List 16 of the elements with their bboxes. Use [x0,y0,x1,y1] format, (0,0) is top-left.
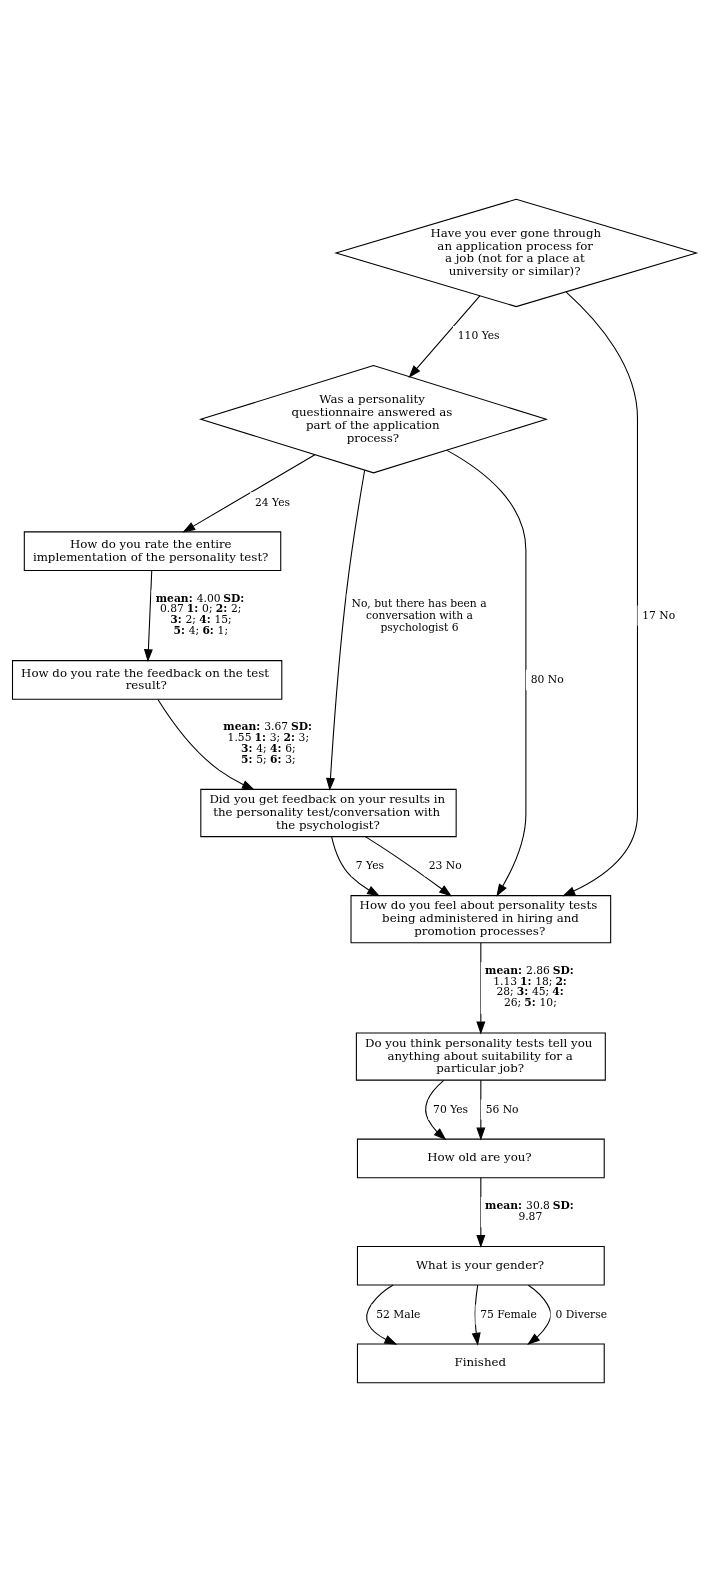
edge-label: 52 Male [376,1307,421,1321]
edge-label: 110 Yes [457,329,500,343]
edge-label: 70 Yes [433,1102,469,1116]
edge-label: No, but there has been a conversation with a psychologist 6 [351,597,487,634]
edge-label: 75 Female [480,1307,537,1321]
edge-label: mean: 3.67 SD: 1.55 1: 3; 2: 3; 3: 4; 4: 6; 5: 5; 6: 3; [223,720,312,766]
edge-label: 24 Yes [254,495,291,509]
edge-label: mean: 2.86 SD: 1.13 1: 18; 2: 28; 3: 45; 4: 26; 5: 10; [485,963,574,1010]
edge-label: mean: 4.00 SD: 0.87 1: 0; 2: 2; 3: 2; 4: 15; 5: 4; 6: 1; [155,591,245,637]
edge-label: 7 Yes [355,859,385,873]
edge-label: 0 Diverse [555,1307,608,1321]
edge-label: mean: 30.8 SD: 9.87 [485,1198,574,1223]
edge-label: 17 No [642,608,676,622]
edge-label: 56 No [485,1102,519,1116]
edge-label: 23 No [428,859,462,873]
edge-label: 80 No [530,673,564,687]
